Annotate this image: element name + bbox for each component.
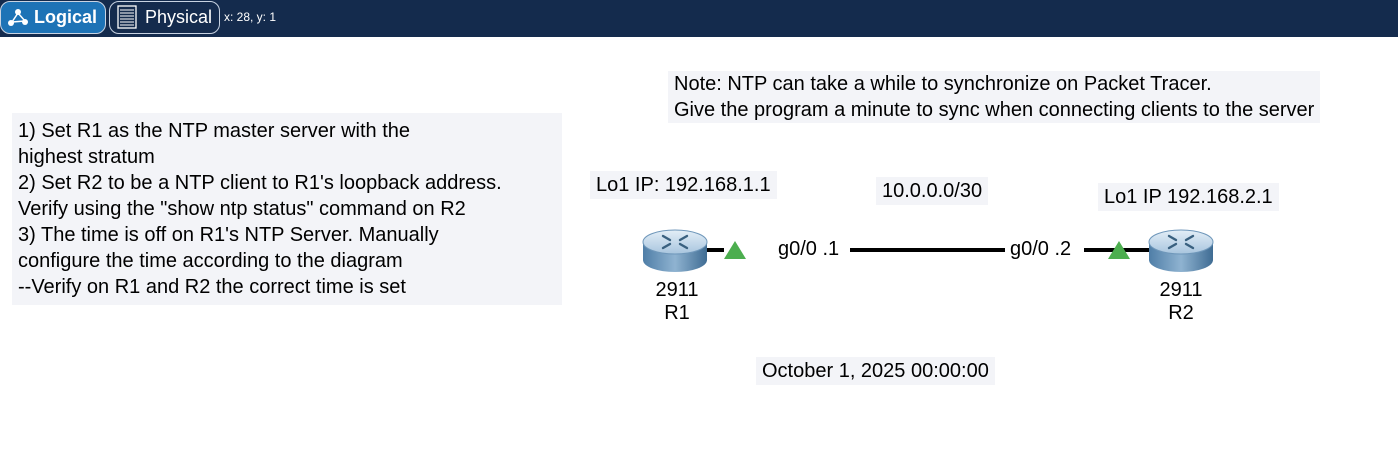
sync-note-line: Note: NTP can take a while to synchroniz… xyxy=(674,73,1212,95)
tab-physical[interactable]: Physical xyxy=(109,1,220,34)
r2-interface-label: g0/0 .2 xyxy=(1007,236,1075,262)
r2-loopback-note[interactable]: Lo1 IP 192.168.2.1 xyxy=(1098,183,1279,211)
instructions-note[interactable]: 1) Set R1 as the NTP master server with … xyxy=(12,113,562,305)
r1-interface-label: g0/0 .1 xyxy=(775,236,843,262)
sync-note[interactable]: Note: NTP can take a while to synchroniz… xyxy=(668,71,1321,123)
link-status-light-r1 xyxy=(724,241,746,259)
cursor-coordinates: x: 28, y: 1 xyxy=(224,10,277,24)
instruction-line: highest stratum xyxy=(18,146,155,168)
workspace-toolbar: Logical Physical x: 28, y: 1 xyxy=(0,0,1398,37)
tab-logical[interactable]: Logical xyxy=(0,1,106,34)
instruction-line: Verify using the "show ntp status" comma… xyxy=(18,198,466,220)
logical-workspace[interactable]: Note: NTP can take a while to synchroniz… xyxy=(0,37,1398,455)
r1-name-label: R1 xyxy=(664,302,690,324)
tab-physical-label: Physical xyxy=(145,7,213,27)
rack-icon xyxy=(117,5,137,29)
instruction-line: --Verify on R1 and R2 the correct time i… xyxy=(18,276,406,298)
topology-icon xyxy=(8,9,28,26)
link-status-light-r2 xyxy=(1108,241,1130,259)
tab-logical-label: Logical xyxy=(34,7,98,27)
r2-model-label: 2911 xyxy=(1159,279,1203,301)
datetime-note[interactable]: October 1, 2025 00:00:00 xyxy=(756,357,995,385)
r2-name-label: R2 xyxy=(1168,302,1194,324)
router-icon[interactable] xyxy=(641,226,709,276)
instruction-line: 2) Set R2 to be a NTP client to R1's loo… xyxy=(18,172,502,194)
network-note[interactable]: 10.0.0.0/30 xyxy=(876,177,989,205)
instruction-line: 3) The time is off on R1's NTP Server. M… xyxy=(18,224,439,246)
r1-loopback-note[interactable]: Lo1 IP: 192.168.1.1 xyxy=(590,171,777,199)
sync-note-line: Give the program a minute to sync when c… xyxy=(674,99,1315,121)
link-segment-main[interactable] xyxy=(850,248,1005,252)
r1-model-label: 2911 xyxy=(655,279,699,301)
instruction-line: configure the time according to the diag… xyxy=(18,250,403,272)
instruction-line: 1) Set R1 as the NTP master server with … xyxy=(18,120,411,142)
link-segment-r1[interactable] xyxy=(700,248,724,252)
router-icon[interactable] xyxy=(1147,226,1215,276)
